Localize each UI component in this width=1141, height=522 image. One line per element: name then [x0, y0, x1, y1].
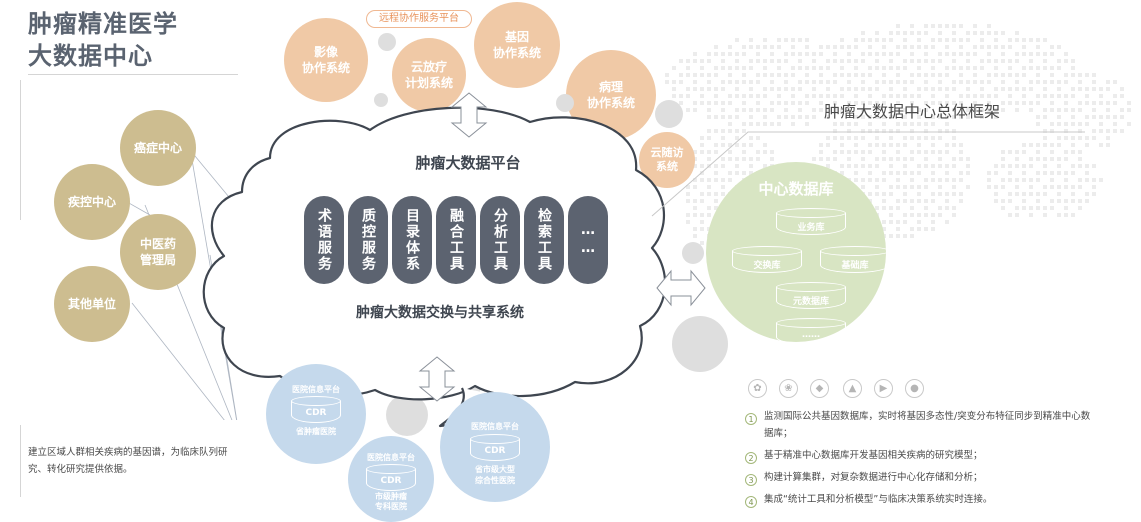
arrow-right-icon	[656, 269, 706, 307]
list-number-1: 1	[745, 413, 757, 425]
db-exchange: 交换库	[732, 246, 802, 274]
kidney-icon: ●	[905, 379, 924, 398]
node-imaging: 影像 协作系统	[284, 18, 368, 102]
list-item-3: 构建计算集群，对复杂数据进行中心化存储和分析；	[764, 472, 983, 483]
arrow-top-icon	[450, 92, 488, 138]
node-pathology: 病理 协作系统	[566, 50, 656, 140]
bubble	[378, 33, 396, 51]
hospital-2-platform: 医院信息平台	[367, 453, 415, 462]
drop-icon: ◆	[810, 379, 829, 398]
list-number-3: 3	[745, 474, 757, 486]
hospital-1-cdr: CDR	[291, 396, 341, 423]
cloud-footer: 肿瘤大数据交换与共享系统	[356, 305, 524, 321]
page-title: 肿瘤精准医学 大数据中心	[28, 8, 178, 72]
framework-pointer	[651, 131, 1085, 217]
lungs-icon: ❀	[779, 379, 798, 398]
hospital-3-platform: 医院信息平台	[471, 422, 519, 431]
remote-platform-label: 远程协作服务平台	[366, 10, 472, 28]
left-note: 建立区域人群相关疾病的基因谱，为临床队列研究、转化研究提供依据。	[28, 447, 228, 475]
left-vertical-rule	[20, 80, 21, 220]
bubble	[682, 242, 704, 264]
note-vertical-rule	[20, 425, 21, 497]
bubble	[672, 316, 728, 372]
bubble	[374, 93, 388, 107]
bubble	[556, 94, 574, 112]
list-item-1: 监测国际公共基因数据库，实时将基因多态性/突变分布特征同步到精准中心数据库；	[764, 411, 1091, 439]
hospital-2-cdr: CDR	[366, 464, 416, 491]
service-quality-control: 质控服务	[348, 196, 388, 284]
db-business: 业务库	[776, 208, 846, 236]
framework-title: 肿瘤大数据中心总体框架	[824, 102, 1001, 121]
list-item-2: 基于精准中心数据库开发基因相关疾病的研究模型；	[764, 450, 983, 461]
hospital-1-name: 省肿瘤医院	[296, 427, 336, 436]
gene-icon: ✿	[748, 379, 767, 398]
list-number-4: 4	[745, 496, 757, 508]
db-more: ……	[776, 318, 846, 346]
list-item-4: 集成“统计工具和分析模型”与临床决策系统实时连接。	[764, 494, 993, 505]
db-meta: 元数据库	[776, 282, 846, 310]
hospital-3-name: 省市级大型 综合性医院	[475, 465, 515, 485]
service-analysis-tools: 分析工具	[480, 196, 520, 284]
title-rule	[28, 74, 238, 75]
bubble	[386, 394, 428, 436]
service-more: ……	[568, 196, 608, 284]
hospital-3-cdr: CDR	[470, 434, 520, 461]
service-search-tools: 检索工具	[524, 196, 564, 284]
node-cancer-center: 癌症中心	[120, 110, 196, 186]
node-radiotherapy: 云放疗 计划系统	[392, 38, 466, 112]
list-number-2: 2	[745, 452, 757, 464]
bubble	[655, 100, 683, 128]
node-gene: 基因 协作系统	[474, 2, 560, 88]
node-tcm-bureau: 中医药 管理局	[120, 214, 196, 290]
service-fusion-tools: 融合工具	[436, 196, 476, 284]
hospital-2-name: 市级肿瘤 专科医院	[375, 492, 407, 511]
title-line-2: 大数据中心	[28, 42, 153, 70]
service-catalog: 目录体系	[392, 196, 432, 284]
service-terminology: 术语服务	[304, 196, 344, 284]
cloud-title: 肿瘤大数据平台	[415, 154, 521, 172]
arm-icon: ▲	[843, 379, 862, 398]
hospital-1-platform: 医院信息平台	[292, 385, 340, 394]
central-db-title: 中心数据库	[758, 180, 834, 198]
db-base: 基础库	[820, 246, 890, 274]
node-disease-control: 疾控中心	[54, 164, 130, 240]
title-line-1: 肿瘤精准医学	[28, 10, 178, 38]
arrow-bottom-icon	[418, 356, 456, 402]
run-icon: ▶	[874, 379, 893, 398]
node-other-units: 其他单位	[54, 266, 130, 342]
